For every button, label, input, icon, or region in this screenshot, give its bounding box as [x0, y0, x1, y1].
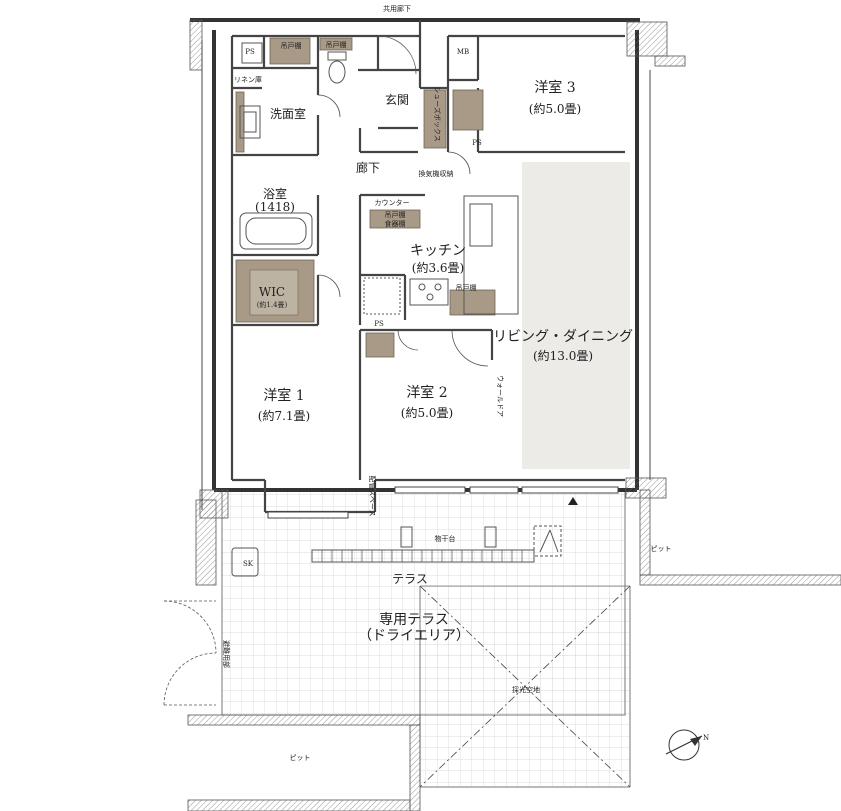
label-terrace: テラス: [392, 572, 428, 586]
wic-inner: [249, 269, 299, 316]
label-western2-size: (約5.0畳): [401, 405, 453, 420]
label-hanging-shelf-3: 吊戸棚: [385, 210, 406, 219]
label-common-corridor: 共用廊下: [383, 4, 411, 13]
label-hanging-shelf-4: 吊戸棚: [456, 283, 477, 292]
label-wic-size: (約1.4畳): [257, 300, 288, 309]
label-western1: 洋室 1: [263, 387, 304, 404]
windows: [267, 486, 619, 519]
label-kitchen-size: (約3.6畳): [412, 260, 464, 275]
label-corridor: 廊下: [356, 160, 380, 175]
label-wic: WIC: [259, 285, 285, 299]
label-pantry: 食器棚: [385, 219, 406, 228]
label-pit-1: ピット: [651, 545, 672, 553]
label-bathroom-size: (1418): [255, 200, 295, 214]
door-swings: [163, 35, 489, 706]
label-western3-size: (約5.0畳): [529, 101, 581, 116]
north-arrow-icon: [665, 729, 703, 761]
label-pipe-space: 配管スペース: [368, 475, 377, 516]
label-entrance: 玄関: [385, 92, 409, 107]
label-counter: カウンター: [375, 198, 410, 207]
label-western3: 洋室 3: [534, 79, 575, 96]
label-kitchen: キッチン: [410, 243, 466, 259]
label-light-well: 採光空地: [512, 685, 540, 694]
label-dry-area: （ドライエリア）: [358, 628, 470, 644]
label-hanging-shelf-2: 吊戸棚: [326, 40, 347, 49]
label-ps-1: PS: [245, 48, 255, 56]
label-ps-3: PS: [374, 320, 384, 328]
label-evacuation: 避難用部: [222, 640, 231, 668]
label-western1-size: (約7.1畳): [258, 408, 310, 423]
label-washroom: 洗面室: [270, 106, 306, 121]
label-sk: SK: [243, 560, 254, 568]
label-linen-closet: リネン庫: [234, 75, 262, 84]
label-hanging-shelf-1: 吊戸棚: [281, 41, 302, 50]
label-living: リビング・ダイニング: [493, 329, 633, 345]
label-private-terrace: 専用テラス: [379, 612, 449, 628]
label-drying-rack: 物干台: [435, 534, 456, 543]
label-bathroom: 浴室: [263, 186, 287, 201]
planter-strip: [311, 549, 535, 563]
main-entry-arrow: [568, 497, 578, 505]
label-living-size: (約13.0畳): [533, 348, 593, 363]
exterior-wall-pillars: [189, 19, 686, 586]
label-wall-door: ウォールドア: [496, 375, 504, 417]
planter-ticks: [321, 550, 523, 562]
living-floor: [522, 162, 630, 469]
label-ventilation: 換気機収納: [419, 169, 454, 178]
room-labels: 共用廊下 PS MB 吊戸棚 吊戸棚 リネン庫 洗面室 玄関 シューズボックス …: [222, 4, 709, 762]
terrace-area: [221, 489, 631, 788]
label-mb: MB: [457, 48, 469, 56]
label-shoe-box: シューズボックス: [433, 86, 442, 141]
fixtures: [231, 42, 562, 577]
label-north-mark: N: [703, 734, 709, 742]
pit-walls: [187, 489, 841, 811]
label-western2: 洋室 2: [406, 384, 447, 401]
label-pit-2: ピット: [290, 754, 311, 762]
label-ps-2: PS: [472, 139, 482, 147]
